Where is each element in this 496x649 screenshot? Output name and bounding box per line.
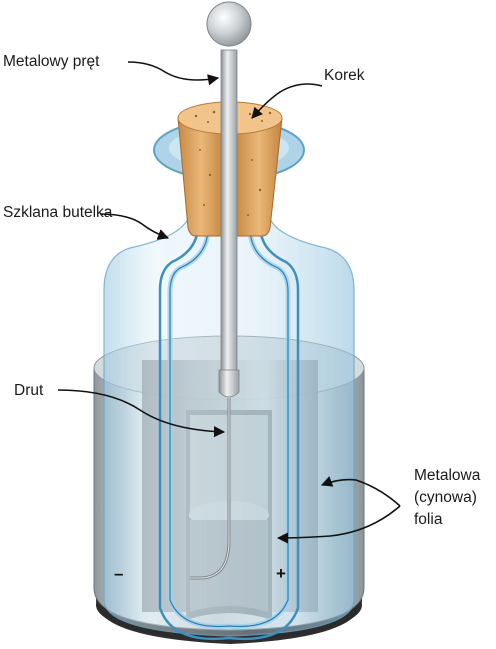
- cork-texture: [194, 110, 272, 216]
- rod-ball: [206, 1, 252, 47]
- metal-rod: [220, 49, 238, 381]
- foil-label-line3: folia: [414, 511, 443, 528]
- positive-sign: +: [276, 564, 286, 583]
- foil-leader-inner: [276, 505, 401, 544]
- cork-left: [177, 117, 225, 237]
- foil-leader-outer: [320, 476, 401, 507]
- foil-label-line2: (cynowa): [414, 489, 477, 506]
- wire-label: Drut: [14, 382, 44, 399]
- foil-label-line1: Metalowa: [414, 467, 481, 484]
- cork-right: [235, 117, 283, 237]
- wire-leader: [57, 389, 226, 438]
- rod-leader: [127, 61, 220, 86]
- cork-leader: [251, 83, 323, 119]
- rod-label: Metalowy pręt: [3, 53, 100, 70]
- negative-sign: –: [114, 564, 124, 583]
- bottle-label: Szklana butelka: [3, 204, 113, 221]
- glass-inner-wall: [158, 167, 300, 641]
- bottle-leader: [99, 213, 170, 240]
- cork-label: Korek: [324, 67, 365, 84]
